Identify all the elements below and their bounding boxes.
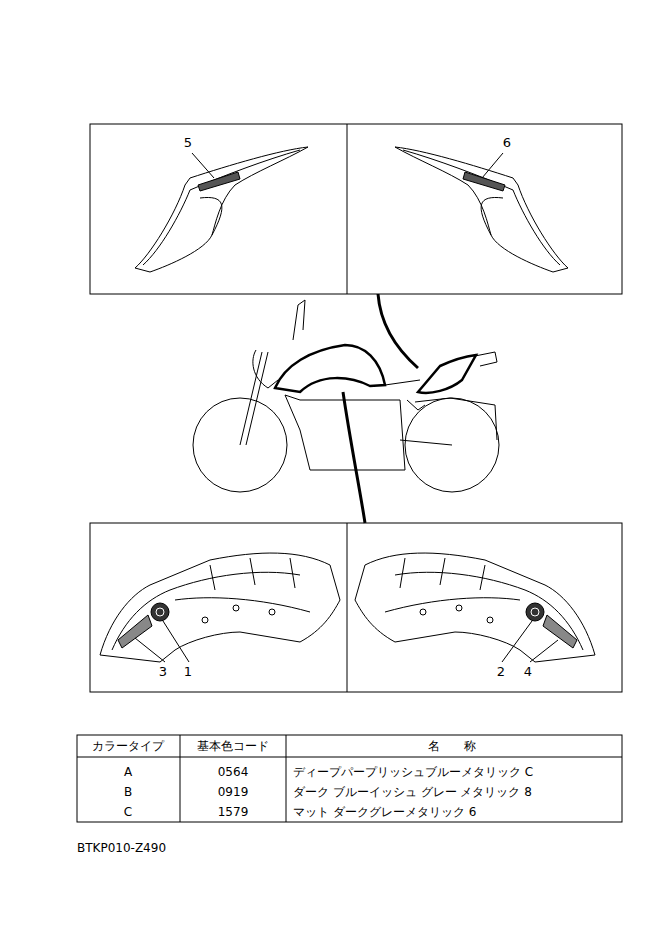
panel-frame	[90, 523, 622, 692]
leader-line	[192, 153, 214, 178]
color-name: マット ダークグレーメタリック 6	[293, 805, 476, 819]
table-header: 名 称	[428, 739, 476, 753]
side-cover-outline	[418, 355, 476, 393]
callout-number: 4	[524, 664, 532, 680]
callout-number: 3	[159, 664, 167, 680]
color-name: ディープパープリッシュブルーメタリック C	[293, 765, 533, 779]
panel-divider	[347, 124, 348, 294]
reference-line	[378, 294, 418, 368]
color-type: A	[124, 765, 132, 779]
color-code: 0564	[218, 765, 249, 779]
reference-line	[343, 392, 365, 523]
color-code: 1579	[218, 805, 249, 819]
side-cover-left	[135, 147, 308, 272]
tank-cover-right	[355, 553, 595, 662]
callout-number: 5	[184, 135, 192, 151]
color-type: C	[124, 805, 132, 819]
tank-cover-outline	[275, 345, 385, 392]
color-type: B	[124, 785, 132, 799]
drawing-number: BTKP010-Z490	[77, 841, 166, 855]
callout-number: 1	[184, 664, 192, 680]
panel-frame	[90, 124, 622, 294]
callout-number: 6	[503, 135, 511, 151]
motorcycle-outline	[193, 300, 499, 492]
side-cover-right	[395, 147, 568, 272]
color-name: ダーク ブルーイッシュ グレー メタリック 8	[293, 785, 532, 799]
leader-line	[482, 153, 503, 178]
callout-number: 2	[497, 664, 505, 680]
color-code: 0919	[218, 785, 249, 799]
leader-line	[135, 638, 165, 662]
table-header: カラータイプ	[92, 739, 164, 753]
color-table-grid	[77, 735, 622, 822]
tank-cover-left	[100, 553, 340, 662]
leader-line	[502, 621, 532, 662]
panel-divider	[347, 523, 348, 692]
table-header: 基本色コード	[197, 739, 269, 753]
leader-line	[530, 640, 558, 662]
leader-line	[163, 621, 189, 662]
